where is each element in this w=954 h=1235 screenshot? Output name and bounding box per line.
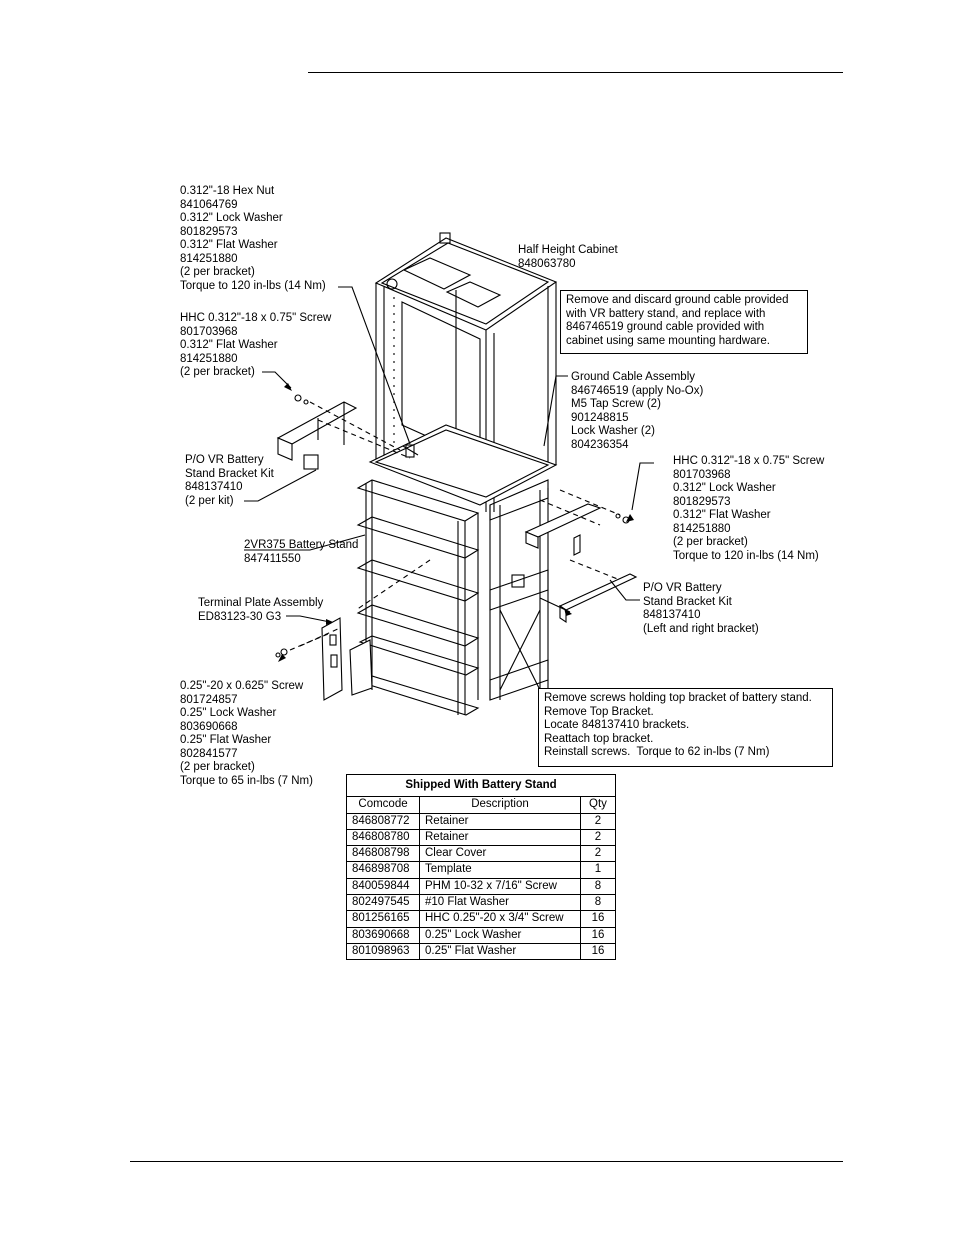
cell-qty: 8 [580,894,616,912]
leader-lines [244,286,654,623]
shipped-parts-table: Shipped With Battery Stand Comcode Descr… [346,773,616,961]
ground-cable-callout: Ground Cable Assembly 846746519 (apply N… [571,371,704,451]
cell-qty: 2 [580,828,616,847]
col-header-description: Description [419,796,581,814]
half-height-cabinet-label: Half Height Cabinet 848063780 [518,244,618,270]
ground-cable-note: Remove and discard ground cable provided… [560,290,808,354]
cell-description: Retainer [419,828,581,847]
cell-qty: 1 [580,861,616,879]
cell-description: PHM 10-32 x 7/16" Screw [419,877,581,896]
cell-comcode: 846808798 [346,845,420,863]
cell-qty: 16 [580,910,616,928]
cell-comcode: 801256165 [346,910,420,928]
cell-comcode: 801098963 [346,942,420,961]
col-header-qty: Qty [580,796,616,814]
terminal-plate-drawing [321,617,373,701]
cell-description: Clear Cover [419,845,581,863]
cell-description: 0.25" Lock Washer [419,926,581,944]
cell-qty: 2 [580,845,616,863]
cell-qty: 2 [580,812,616,830]
cell-description: #10 Flat Washer [419,894,581,912]
terminal-plate-callout: Terminal Plate Assembly ED83123-30 G3 [198,597,324,623]
battery-stand-label: 2VR375 Battery Stand 847411550 [244,539,359,565]
cell-comcode: 840059844 [346,877,420,896]
hex-nut-callout: 0.312"-18 Hex Nut 841064769 0.312" Lock … [180,185,326,292]
left-bracket-drawing [276,401,358,470]
cell-description: HHC 0.25"-20 x 3/4" Screw [419,910,581,928]
half-height-cabinet-drawing [368,232,558,512]
cell-description: Template [419,861,581,879]
bracket-install-note: Remove screws holding top bracket of bat… [538,688,833,767]
cell-description: Retainer [419,812,581,830]
cell-comcode: 803690668 [346,926,420,944]
hhc-screw-right-callout: HHC 0.312"-18 x 0.75" Screw 801703968 0.… [673,455,825,562]
cell-description: 0.25" Flat Washer [419,942,581,961]
col-header-comcode: Comcode [346,796,420,814]
bracket-kit-left-callout: P/O VR Battery Stand Bracket Kit 8481374… [185,454,274,507]
cell-qty: 16 [580,926,616,944]
cell-comcode: 846808780 [346,828,420,847]
footer-rule [130,1161,843,1162]
hhc-screw-left-callout: HHC 0.312"-18 x 0.75" Screw 801703968 0.… [180,312,332,378]
bracket-kit-right-callout: P/O VR Battery Stand Bracket Kit 8481374… [643,582,759,635]
battery-stand-drawing [356,479,549,716]
cell-comcode: 802497545 [346,894,420,912]
header-rule [308,72,843,73]
quarter-screw-callout: 0.25"-20 x 0.625" Screw 801724857 0.25" … [180,680,313,787]
cell-comcode: 846898708 [346,861,420,879]
table-title: Shipped With Battery Stand [346,773,616,798]
cell-comcode: 846808772 [346,812,420,830]
right-bracket-drawing [524,503,638,624]
cell-qty: 16 [580,942,616,961]
cell-qty: 8 [580,877,616,896]
